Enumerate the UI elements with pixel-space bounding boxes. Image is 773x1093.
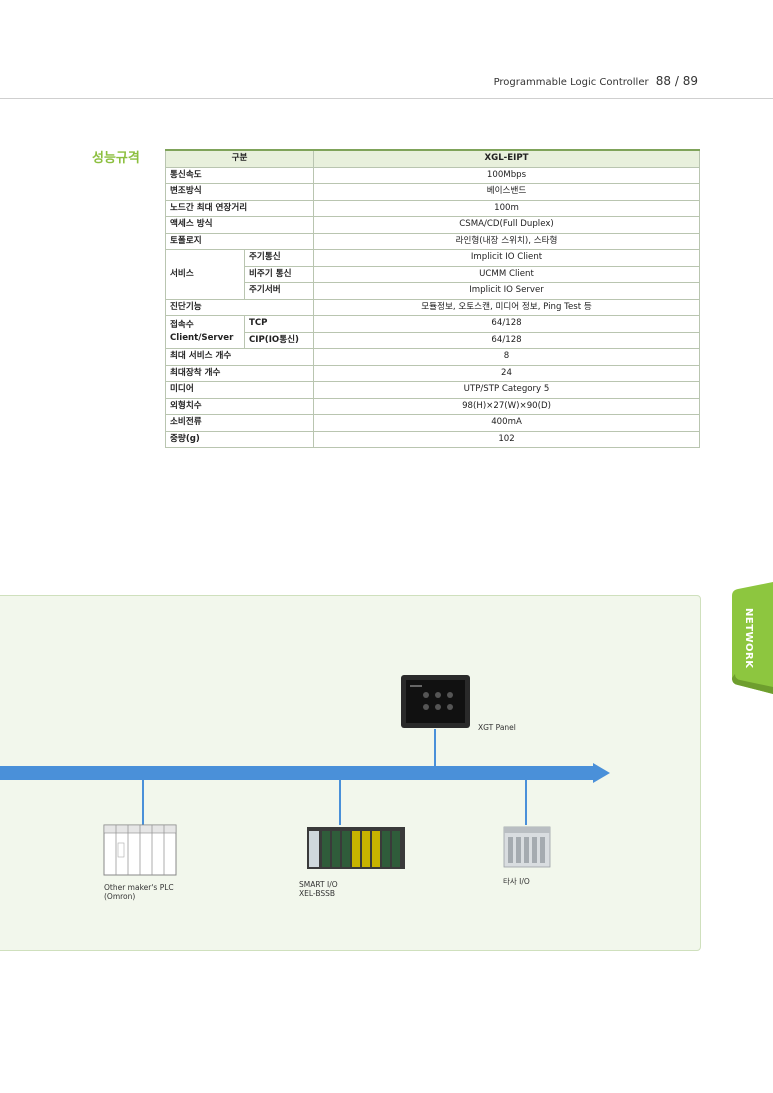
- row-value: 100m: [313, 199, 701, 217]
- row-label-line1: 접속수: [170, 320, 194, 330]
- row-value: 24: [313, 364, 701, 382]
- other-plc-icon: [103, 824, 177, 876]
- header-title: Programmable Logic Controller: [493, 77, 649, 88]
- row-value: 98(H)×27(W)×90(D): [313, 397, 701, 415]
- smart-io-caption: SMART I/O XEL-BSSB: [299, 880, 338, 898]
- row-value: Implicit IO Server: [313, 282, 701, 300]
- table-row: 접속수 Client/Server TCP 64/128: [165, 315, 701, 349]
- table-header-row: 구분 XGL-EIPT: [164, 149, 701, 168]
- table-row: 최대 서비스 개수 8: [164, 348, 701, 366]
- row-value: UCMM Client: [313, 265, 701, 283]
- table-row: 외형치수 98(H)×27(W)×90(D): [164, 397, 701, 415]
- table-row: 비주기 통신 UCMM Client: [166, 265, 701, 283]
- sub-label: 비주기 통신: [243, 265, 315, 283]
- row-value: 모듈정보, 오토스캔, 미디어 정보, Ping Test 등: [313, 298, 701, 316]
- xgt-panel-caption: XGT Panel: [478, 723, 516, 732]
- row-value: 100Mbps: [313, 166, 701, 184]
- row-value: UTP/STP Category 5: [313, 381, 701, 399]
- sub-label: TCP: [243, 315, 315, 333]
- table-row: 미디어 UTP/STP Category 5: [164, 381, 701, 399]
- row-value: CSMA/CD(Full Duplex): [313, 216, 701, 234]
- row-value: 102: [313, 430, 701, 448]
- col-header-category: 구분: [164, 149, 315, 168]
- table-row: 토폴로지 라인형(내장 스위치), 스타형: [164, 232, 701, 250]
- row-value: 베이스밴드: [313, 183, 701, 201]
- row-label: 노드간 최대 연장거리: [164, 199, 315, 217]
- side-tab-label: NETWORK: [743, 607, 754, 669]
- row-label: 접속수 Client/Server: [165, 315, 245, 349]
- row-label: 통신속도: [164, 166, 315, 184]
- third-party-io-caption: 타사 I/O: [503, 877, 530, 886]
- sub-label: 주기통신: [243, 249, 315, 267]
- table-row: 서비스 주기통신 Implicit IO Client: [165, 249, 701, 300]
- row-label: 미디어: [164, 381, 315, 399]
- row-label: 최대장착 개수: [164, 364, 315, 382]
- page-number: 88 / 89: [655, 74, 698, 88]
- page-header: Programmable Logic Controller 88 / 89: [494, 74, 698, 88]
- third-party-io-icon: [503, 826, 551, 868]
- sub-label: CIP(IO통신): [243, 331, 315, 349]
- smart-io-icon: [307, 827, 405, 869]
- ethernet-bus: [0, 766, 595, 780]
- other-plc-caption: Other maker's PLC (Omron): [104, 883, 174, 901]
- row-label: 중량(g): [164, 430, 315, 448]
- row-label: 액세스 방식: [164, 216, 315, 234]
- row-value: 8: [313, 348, 701, 366]
- table-row: 액세스 방식 CSMA/CD(Full Duplex): [164, 216, 701, 234]
- row-label: 최대 서비스 개수: [164, 348, 315, 366]
- network-side-tab[interactable]: [730, 582, 773, 694]
- row-label: 토폴로지: [164, 232, 315, 250]
- row-label: 서비스: [165, 249, 245, 300]
- table-row: 최대장착 개수 24: [164, 364, 701, 382]
- table-row: 진단기능 모듈정보, 오토스캔, 미디어 정보, Ping Test 등: [164, 298, 701, 316]
- row-label: 소비전류: [164, 414, 315, 432]
- row-label: 진단기능: [164, 298, 315, 316]
- row-value: 64/128: [313, 315, 701, 333]
- row-label: 외형치수: [164, 397, 315, 415]
- col-header-product: XGL-EIPT: [313, 149, 701, 168]
- row-value: Implicit IO Client: [313, 249, 701, 267]
- table-row: 통신속도 100Mbps: [164, 166, 701, 184]
- section-title: 성능규격: [92, 151, 140, 166]
- row-label-line2: Client/Server: [170, 333, 234, 343]
- table-row: 중량(g) 102: [164, 430, 701, 448]
- sub-label: 주기서버: [243, 282, 315, 300]
- header-divider: [0, 98, 773, 99]
- row-value: 400mA: [313, 414, 701, 432]
- row-label: 변조방식: [164, 183, 315, 201]
- side-tab-shadow: [732, 674, 773, 694]
- bus-arrow-icon: [593, 763, 610, 783]
- side-tab-shape: [732, 582, 773, 694]
- row-value: 라인형(내장 스위치), 스타형: [313, 232, 701, 250]
- table-row: CIP(IO통신) 64/128: [166, 331, 701, 349]
- table-row: 주기서버 Implicit IO Server: [166, 282, 701, 300]
- table-row: 변조방식 베이스밴드: [164, 183, 701, 201]
- xgt-panel-icon: [401, 675, 470, 728]
- network-diagram: [0, 675, 610, 876]
- table-row: 노드간 최대 연장거리 100m: [164, 199, 701, 217]
- row-value: 64/128: [313, 331, 701, 349]
- spec-table: 구분 XGL-EIPT 통신속도 100Mbps 변조방식 베이스밴드 노드간 …: [164, 149, 701, 448]
- table-row: 소비전류 400mA: [164, 414, 701, 432]
